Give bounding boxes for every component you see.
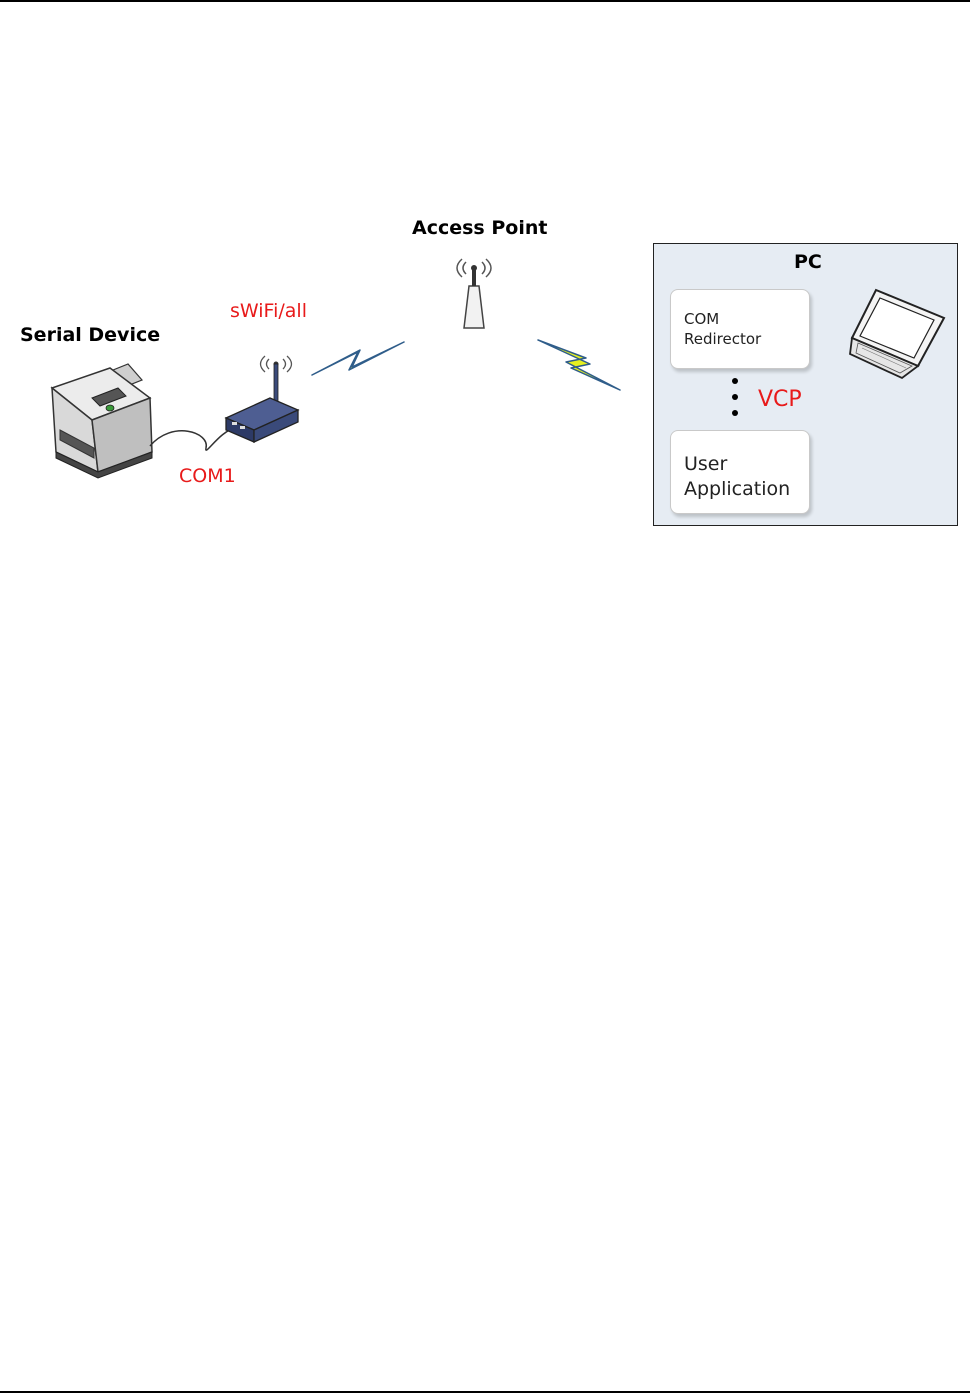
com-redirector-label-line1: COM	[684, 310, 720, 328]
printer-icon	[50, 363, 153, 479]
swifi-label: sWiFi/all	[230, 300, 307, 322]
com-redirector-box: COM Redirector	[670, 289, 810, 369]
serial-cable	[149, 427, 237, 451]
vcp-label: VCP	[758, 387, 802, 412]
page-top-rule	[0, 0, 970, 2]
serial-device-label: Serial Device	[20, 324, 161, 346]
user-application-box: User Application	[670, 430, 810, 514]
router-icon	[224, 355, 300, 444]
page-bottom-rule	[0, 1391, 970, 1393]
user-application-label-line2: Application	[684, 478, 791, 500]
com-redirector-label-line2: Redirector	[684, 330, 762, 348]
wireless-link-right-icon	[537, 339, 621, 391]
access-point-icon	[456, 258, 492, 329]
vcp-connector	[732, 378, 738, 416]
user-application-label-line1: User	[684, 453, 728, 475]
wireless-link-left-icon	[311, 341, 405, 376]
com1-label: COM1	[179, 465, 236, 487]
pc-title: PC	[794, 251, 822, 273]
laptop-icon	[849, 288, 946, 380]
access-point-label: Access Point	[412, 217, 548, 239]
